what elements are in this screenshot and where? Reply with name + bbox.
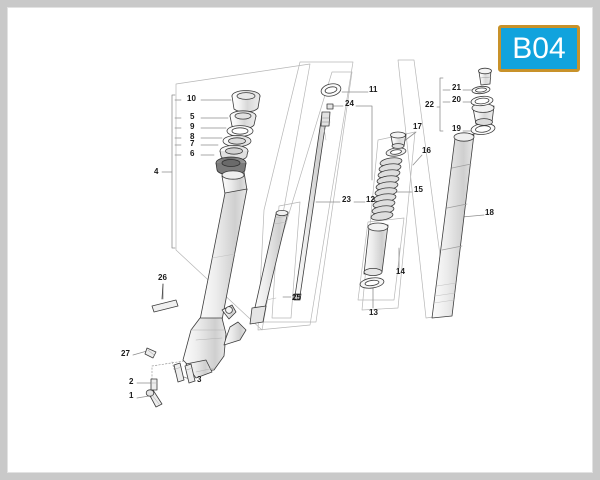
part-21-o-ring-upper bbox=[471, 85, 491, 95]
callout-7: 7 bbox=[190, 139, 195, 148]
part-14-spacer-tube bbox=[363, 222, 389, 276]
part-4-fork-slider bbox=[182, 170, 248, 379]
group-outline-fork-assembly bbox=[175, 63, 311, 331]
part-25-rod-tip bbox=[293, 294, 301, 300]
part-2-small-bolt bbox=[150, 378, 158, 391]
part-1-axle-pinch-bolt bbox=[145, 389, 163, 408]
callout-5: 5 bbox=[190, 112, 195, 121]
callout-4: 4 bbox=[154, 167, 159, 176]
part-22-fork-cap bbox=[471, 67, 495, 126]
part-12-inner-tube bbox=[249, 209, 289, 325]
callout-16: 16 bbox=[422, 146, 431, 155]
callout-20: 20 bbox=[452, 95, 461, 104]
part-18-damper-tube bbox=[431, 132, 475, 319]
diagram-frame-inner bbox=[7, 7, 593, 473]
leader-bracket-22 bbox=[436, 77, 451, 132]
group-outline-rod bbox=[255, 71, 353, 323]
callout-15: 15 bbox=[414, 185, 423, 194]
callout-14: 14 bbox=[396, 267, 405, 276]
callout-3: 3 bbox=[197, 375, 202, 384]
group-outline-spacer bbox=[357, 217, 405, 301]
leader-line-24 bbox=[332, 105, 373, 181]
callout-9: 9 bbox=[190, 122, 195, 131]
part-3-clamp-bolt-pair bbox=[173, 362, 196, 384]
part-17-rebound-stop bbox=[390, 131, 407, 149]
callout-6: 6 bbox=[190, 149, 195, 158]
group-outline-damper-assembly bbox=[257, 61, 354, 331]
callout-1: 1 bbox=[129, 391, 134, 400]
part-20-washer-ring-upper bbox=[470, 95, 494, 107]
callout-10: 10 bbox=[187, 94, 196, 103]
callout-22: 22 bbox=[425, 100, 434, 109]
part-6-dust-seal bbox=[215, 156, 247, 176]
part-27-bleed-screw bbox=[144, 347, 157, 359]
callout-21: 21 bbox=[452, 83, 461, 92]
leader-line-27 bbox=[132, 350, 148, 356]
callout-8: 8 bbox=[190, 132, 195, 141]
callout-27: 27 bbox=[121, 349, 130, 358]
leader-line-1 bbox=[136, 395, 150, 399]
section-badge: B04 bbox=[498, 25, 580, 72]
callout-11: 11 bbox=[369, 85, 378, 94]
part-15-fork-spring bbox=[370, 157, 403, 221]
part-26-fork-guard-clamp bbox=[151, 283, 179, 313]
callout-24: 24 bbox=[345, 99, 354, 108]
leader-line-16 bbox=[412, 154, 423, 166]
part-24-retaining-clip bbox=[326, 103, 334, 110]
group-outline-spring-stack bbox=[361, 131, 416, 311]
callout-12: 12 bbox=[366, 195, 375, 204]
part-11-circlip-ring bbox=[320, 83, 342, 97]
leader-lines-stack bbox=[200, 99, 232, 156]
callout-13: 13 bbox=[369, 308, 378, 317]
callout-23: 23 bbox=[342, 195, 351, 204]
callout-2: 2 bbox=[129, 377, 134, 386]
section-badge-label: B04 bbox=[512, 31, 566, 65]
part-9-washer-ring bbox=[226, 125, 254, 137]
callout-17: 17 bbox=[413, 122, 422, 131]
leader-bracket-stack bbox=[174, 99, 182, 156]
part-10-top-bearing-race bbox=[231, 90, 261, 113]
leader-bracket-4 bbox=[161, 94, 176, 249]
callout-18: 18 bbox=[485, 208, 494, 217]
part-16-spring-seat bbox=[385, 147, 407, 157]
callout-19: 19 bbox=[452, 124, 461, 133]
callout-26: 26 bbox=[158, 273, 167, 282]
callout-25: 25 bbox=[292, 293, 301, 302]
part-13-washer bbox=[359, 277, 385, 289]
part-8-seal-ring bbox=[222, 134, 252, 147]
leader-line-18 bbox=[461, 214, 485, 218]
